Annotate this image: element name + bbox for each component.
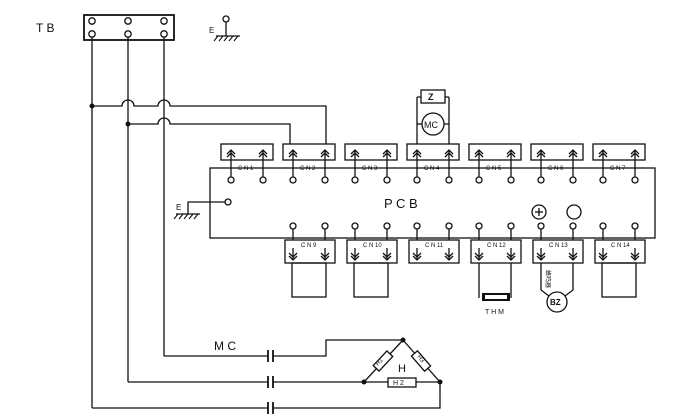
connector-cn3: C N 3 (344, 143, 398, 172)
connector-cn4: C N 4 (406, 143, 460, 172)
bz-label: BZ (550, 298, 561, 307)
cn-top-label: C N 5 (486, 166, 502, 172)
bottom-pins (289, 222, 639, 240)
pcb-board (209, 167, 656, 239)
z-label: Z (428, 92, 434, 102)
cn-top-label: C N 1 (238, 166, 254, 172)
connector-cn12: C N 12 (470, 239, 522, 264)
cn-top-label: C N 6 (548, 166, 564, 172)
connector-cn14: C N 14 (594, 239, 646, 264)
tb-label: T B (36, 21, 54, 35)
buzzer-bz (540, 263, 574, 313)
connector-cn10: C N 10 (346, 239, 398, 264)
ground-left-label: E (176, 203, 181, 212)
h3-label: H3 (415, 354, 425, 364)
connector-cn7: C N 7 (592, 143, 646, 172)
ground-top-label: E (209, 26, 214, 35)
connector-cn11: C N 11 (408, 239, 460, 264)
thermistor-thm (478, 263, 512, 301)
cn-bottom-label: C N 9 (301, 243, 317, 249)
heater-wiring (92, 339, 441, 414)
top-pins (227, 160, 639, 184)
mc-bottom-label: M C (214, 339, 236, 353)
cn-top-label: C N 3 (362, 166, 378, 172)
cn-top-label: C N 7 (610, 166, 626, 172)
h2-label: H 2 (393, 380, 404, 387)
cn-bottom-label: C N 13 (549, 243, 568, 249)
h1-label: H1 (375, 357, 385, 367)
tb-wires (91, 37, 327, 408)
cn-top-label: C N 2 (300, 166, 316, 172)
cn-bottom-label: C N 14 (611, 243, 630, 249)
cn-top-label: C N 4 (424, 166, 440, 172)
thm-label: T H M (485, 309, 504, 316)
polarity-markers (531, 204, 582, 220)
connector-cn6: C N 6 (530, 143, 584, 172)
connector-cn5: C N 5 (468, 143, 522, 172)
pcb-label: P C B (384, 196, 418, 211)
cn-bottom-label: C N 12 (487, 243, 506, 249)
connector-cn13: C N 13 (532, 239, 584, 264)
connector-cn1: C N 1 (220, 143, 274, 172)
connector-cn9: C N 9 (284, 239, 336, 264)
cn-bottom-label: C N 10 (363, 243, 382, 249)
connector-cn2: C N 2 (282, 143, 336, 172)
motor-mc-assembly (416, 89, 450, 144)
mc-motor-label: MC (424, 120, 438, 130)
cn-bottom-label: C N 11 (425, 243, 444, 249)
bz-side-label: 蜂鸣器 (544, 270, 552, 288)
connector-loops (291, 262, 637, 298)
ground-symbol-left (173, 198, 232, 220)
ground-symbol-top (213, 15, 240, 42)
terminal-block-tb (83, 14, 175, 41)
h-label: H (398, 363, 406, 375)
